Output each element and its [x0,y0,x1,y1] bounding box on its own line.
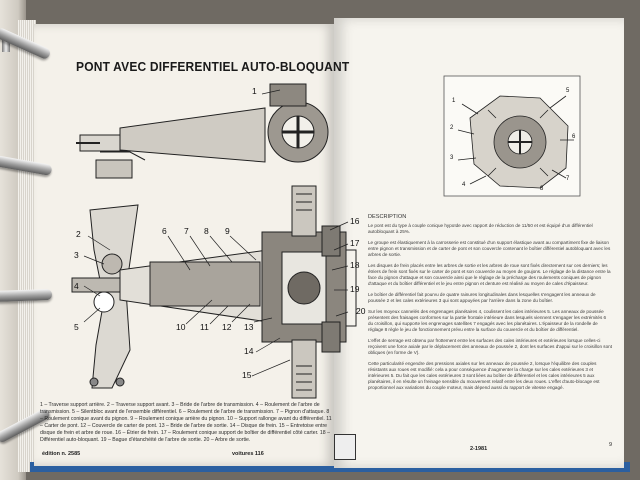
publisher-logo [334,434,356,460]
page-number: 9 [609,442,613,448]
plan-view-drawing [71,185,357,399]
callout-7: 7 [184,226,189,236]
side-view-drawing [76,83,329,179]
callout-6: 6 [162,226,167,236]
page-stack-edge [18,20,36,472]
callout-20: 20 [356,306,366,316]
page-title: PONT AVEC DIFFERENTIEL AUTO-BLOQUANT [76,60,350,74]
inset-callout-4: 4 [462,182,466,188]
callout-10: 10 [176,322,186,332]
callout-5: 5 [74,322,79,332]
description-paragraph: L'effet de serrage est obtenu par frotte… [368,338,612,355]
inset-callout-8: 8 [540,186,544,192]
ring-post-top [2,40,10,52]
footer-date: 2-1981 [470,446,488,452]
inset-callout-3: 3 [450,155,454,161]
leader-lines [83,89,349,377]
callout-1: 1 [252,86,257,96]
description-paragraph: Les disques de frein placés entre les ar… [368,263,611,286]
callout-9: 9 [225,226,230,236]
inset-callout-5: 5 [566,88,570,94]
callout-2: 2 [76,229,81,239]
description-paragraph: Cette particularité engendre des pressio… [368,361,600,390]
callout-4: 4 [74,281,79,291]
inset-callout-1: 1 [452,98,456,104]
callout-11: 11 [200,322,209,332]
inset-callout-2: 2 [450,125,454,131]
description-text: Le pont est du type à couple conique hyp… [368,223,612,396]
inset-drawing [443,75,581,197]
footer-edition: édition n. 2585 [42,451,81,457]
description-paragraph: Sur les moyeux cannelés des engrenages p… [368,309,607,332]
callout-8: 8 [204,226,209,236]
callout-16: 16 [350,216,360,226]
description-paragraph: Le groupe est élastiquement à la carross… [368,240,611,257]
description-paragraph: Le pont est du type à couple conique hyp… [368,223,593,234]
callout-15: 15 [242,370,252,380]
footer-model: voitures 116 [232,451,264,457]
callout-12: 12 [222,322,232,332]
description-paragraph: Le boîtier de différentiel fait pourvu d… [368,292,596,303]
callout-19: 19 [350,284,360,294]
description-heading: DESCRIPTION [368,214,407,220]
inset-callout-7: 7 [566,176,570,182]
inset-callout-6: 6 [572,134,576,140]
callout-13: 13 [244,322,254,332]
callout-17: 17 [350,238,360,248]
callout-14: 14 [244,346,254,356]
callout-3: 3 [74,250,79,260]
binder-blue-edge [30,462,630,472]
callout-18: 18 [350,260,360,270]
figure-legend: 1 – Traverse support arrière. 2 – Traver… [40,402,332,444]
